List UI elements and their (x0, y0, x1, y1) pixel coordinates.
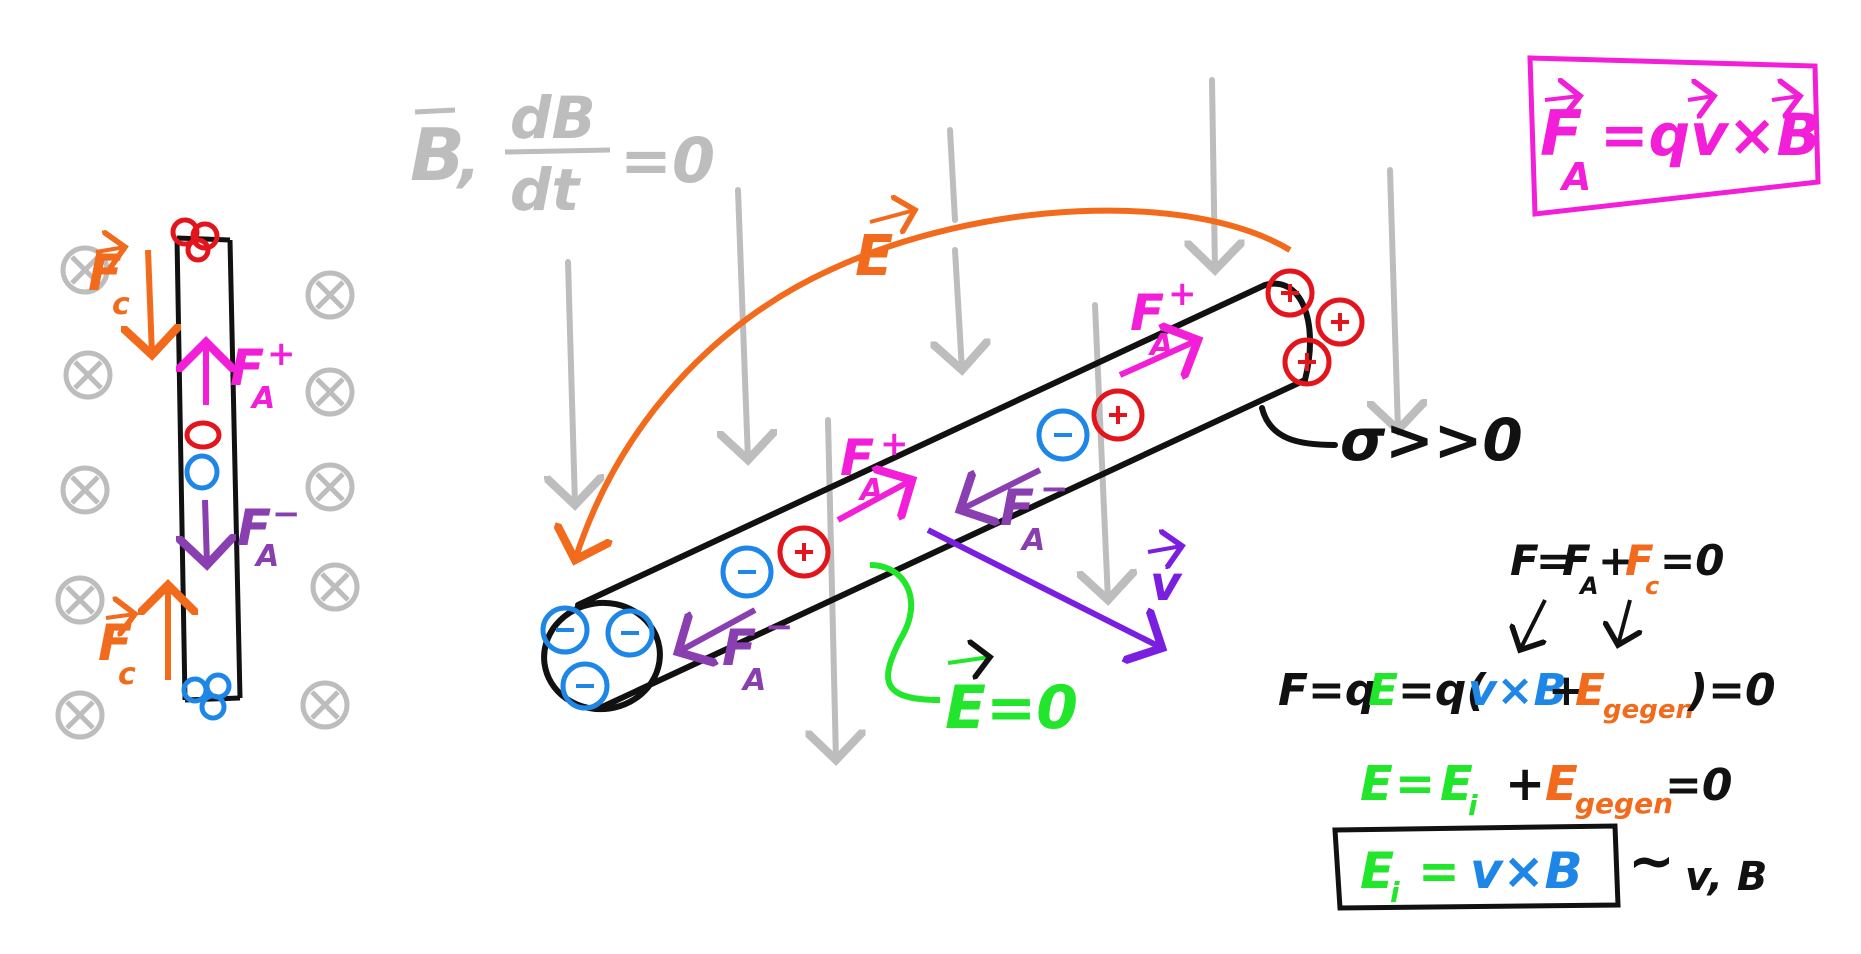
circle-cross-icon (55, 690, 105, 740)
circle-cross-icon (300, 680, 350, 730)
lorentz-force-box: F A =qv×B (1527, 55, 1821, 217)
equations: F = F A + F c =0 F=q E =q( v×B + E gegen… (1278, 536, 1776, 911)
circle-cross-icon (305, 367, 355, 417)
svg-text:=: = (1418, 842, 1460, 900)
svg-text:E: E (1368, 665, 1398, 716)
fa-minus-mid-sub: A (1020, 523, 1045, 558)
svg-text:F: F (1562, 536, 1591, 585)
svg-text:E: E (1545, 756, 1578, 812)
circle-cross-icon (55, 575, 105, 625)
fa-minus-mid-label: F (1000, 479, 1034, 537)
side-fa-minus-sup: − (272, 494, 301, 534)
svg-text:=0: =0 (1660, 536, 1724, 585)
fc-top-sub: c (112, 287, 130, 322)
circle-cross-icon (305, 462, 355, 512)
circle-cross-icon (60, 465, 110, 515)
lorentz-sub: A (1559, 155, 1591, 199)
svg-text:,: , (455, 125, 481, 195)
db-label: dB (510, 84, 596, 152)
fa-plus-mid-sub: A (858, 473, 883, 508)
equation-induced-field: E i = v×B ~ v, B (1332, 823, 1767, 911)
svg-text:F=q: F=q (1278, 665, 1376, 716)
fa-minus-left-sub: A (741, 663, 766, 698)
fa-minus-left-label: F (722, 619, 756, 677)
svg-text:v×B: v×B (1470, 842, 1583, 900)
equation-force-sum: F = F A + F c =0 (1510, 536, 1724, 650)
e-field-arc (575, 207, 1292, 560)
svg-text:v, B: v, B (1685, 854, 1767, 900)
side-fa-plus-sub: A (250, 381, 275, 416)
circle-cross-icon (63, 350, 113, 400)
fa-minus-left-sup: − (765, 607, 794, 647)
svg-text:E: E (1360, 756, 1393, 812)
lorentz-rest: =qv×B (1600, 101, 1821, 169)
svg-text:gegen: gegen (1603, 695, 1694, 725)
equation-force-field: F=q E =q( v×B + E gegen )=0 (1278, 665, 1776, 725)
circle-cross-icon (310, 562, 360, 612)
equals-zero-label: =0 (620, 124, 715, 197)
svg-text:i: i (1390, 876, 1400, 909)
side-negative-charges (181, 453, 232, 721)
side-fa-minus-label: F (237, 499, 271, 557)
svg-text:=q(: =q( (1398, 665, 1487, 716)
fa-plus-mid-sup: + (880, 424, 909, 464)
svg-text:F: F (1625, 536, 1654, 585)
side-positive-charges (170, 217, 222, 450)
minus-signs (556, 433, 1072, 688)
conductor-cylinder (541, 280, 1338, 713)
svg-text:=: = (1536, 536, 1571, 585)
side-fa-minus-sub: A (254, 539, 279, 574)
svg-text:~: ~ (1628, 829, 1675, 894)
svg-text:A: A (1578, 572, 1599, 600)
field-condition-label: B , dB dt =0 (410, 84, 715, 224)
sigma-label: σ>>0 (1340, 406, 1523, 474)
svg-text:+: + (1505, 756, 1545, 812)
svg-text:=: = (1395, 756, 1435, 812)
fa-plus-right-sub: A (1148, 328, 1173, 363)
fa-minus-mid-sup: − (1040, 469, 1069, 509)
side-fa-plus-label: F (230, 339, 264, 397)
e-inside-label: E=0 (945, 673, 1078, 743)
svg-text:gegen: gegen (1575, 787, 1673, 820)
plus-signs (795, 284, 1349, 561)
circle-cross-icon (305, 270, 355, 320)
fa-plus-right-label: F (1130, 284, 1164, 342)
right-end-positive-charges (777, 268, 1365, 579)
svg-text:+: + (1548, 665, 1585, 716)
side-fa-plus-sup: + (267, 334, 296, 374)
magnetic-field-arrows (568, 77, 1398, 760)
svg-text:=0: =0 (1665, 760, 1732, 811)
equation-field-sum: E = E i + E gegen =0 (1360, 756, 1732, 822)
dt-label: dt (510, 156, 582, 224)
e-field-label: E (855, 224, 893, 289)
fc-bottom-sub: c (118, 657, 136, 692)
svg-text:E: E (1440, 756, 1473, 812)
fa-plus-mid-label: F (840, 429, 874, 487)
side-view: F c F A + F A − F c (55, 217, 360, 740)
svg-text:E: E (1575, 665, 1605, 716)
velocity-label: v (1150, 556, 1183, 612)
svg-text:F: F (1510, 536, 1539, 585)
b-field-symbol: B (410, 113, 465, 197)
svg-text:i: i (1468, 789, 1478, 822)
fa-plus-right-sup: + (1168, 274, 1197, 314)
svg-text:v×B: v×B (1468, 665, 1567, 716)
svg-text:c: c (1645, 572, 1659, 600)
svg-text:)=0: )=0 (1686, 665, 1776, 716)
negative-charges (540, 408, 1090, 711)
svg-text:+: + (1598, 536, 1633, 585)
svg-text:E: E (1360, 842, 1394, 900)
